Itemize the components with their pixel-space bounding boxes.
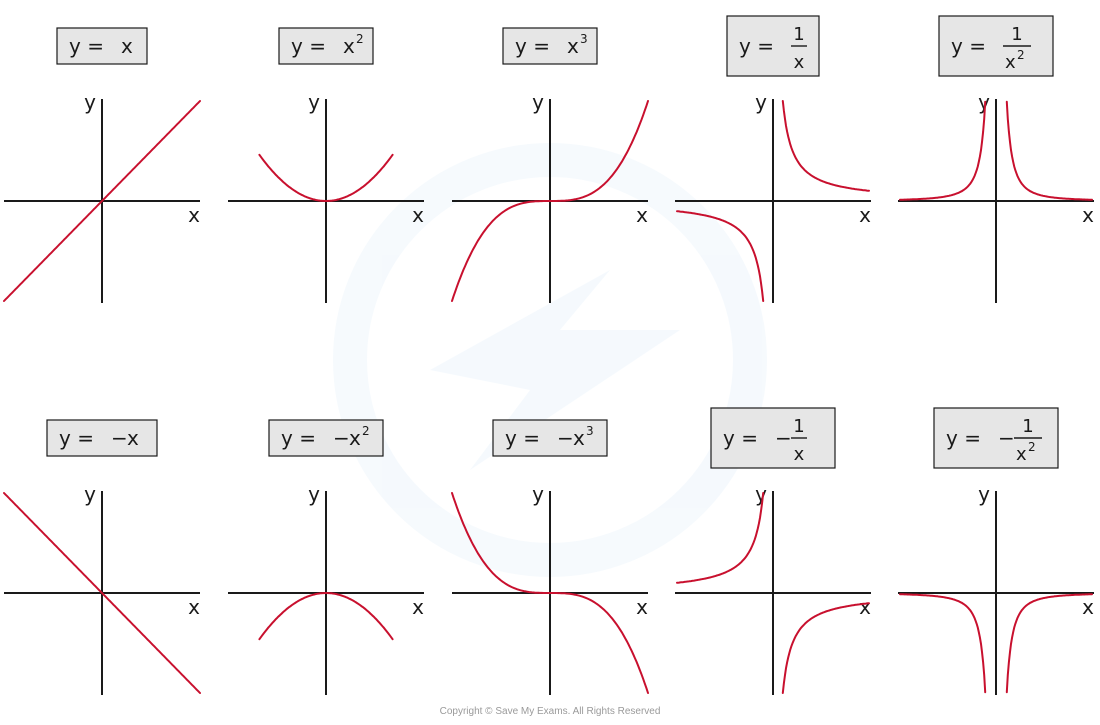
fraction-numerator: 1 <box>793 416 804 437</box>
fraction-denominator: x <box>794 444 805 465</box>
curve-right-branch <box>1005 100 1093 201</box>
equation-label-box <box>492 419 608 457</box>
curve-right-branch <box>781 602 870 694</box>
curve <box>258 592 394 641</box>
exponent: 2 <box>362 424 370 438</box>
exponent: 2 <box>356 32 364 46</box>
y-axis-label: y <box>308 482 320 506</box>
equation-lhs: y = <box>291 34 326 58</box>
graph-panel-neg-recip: x y y = −1 x <box>675 407 871 695</box>
graph-panel-pos-x: x y y = x <box>3 27 201 303</box>
equation-label: y = −1 x <box>710 407 836 469</box>
equation-label-box <box>268 419 384 457</box>
x-axis-label: x <box>636 203 648 227</box>
equation-variable: x <box>567 34 579 58</box>
curve <box>3 100 201 302</box>
curve <box>451 492 649 694</box>
fraction-numerator: 1 <box>1022 416 1033 437</box>
x-axis-label: x <box>1082 595 1094 619</box>
fraction-denominator: x <box>1005 52 1016 73</box>
exponent: 3 <box>580 32 588 46</box>
equation-sign: − <box>998 426 1015 450</box>
curve-left-branch <box>899 100 987 201</box>
x-axis-label: x <box>412 595 424 619</box>
equation-lhs: y = <box>59 426 94 450</box>
y-axis-label: y <box>755 482 767 506</box>
equation-label-box <box>710 407 836 469</box>
exponent: 2 <box>1017 48 1025 62</box>
equation-variable: x <box>343 34 355 58</box>
y-axis-label: y <box>84 482 96 506</box>
equation-sign: − <box>557 426 574 450</box>
x-axis-label: x <box>859 203 871 227</box>
x-axis-label: x <box>859 595 871 619</box>
copyright-footer: Copyright © Save My Exams. All Rights Re… <box>439 706 661 717</box>
graph-panel-pos-recip: x y y = 1 x <box>675 15 871 303</box>
equation-label-box <box>278 27 374 65</box>
equation-label-box <box>938 15 1054 77</box>
equation-lhs: y = <box>739 34 774 58</box>
equation-sign: − <box>333 426 350 450</box>
y-axis-label: y <box>532 482 544 506</box>
fraction-denominator: x <box>794 52 805 73</box>
exponent: 2 <box>1028 440 1036 454</box>
equation-lhs: y = <box>281 426 316 450</box>
curve-right-branch <box>781 100 870 192</box>
equation-variable: x <box>349 426 361 450</box>
x-axis-label: x <box>188 203 200 227</box>
equation-variable: x <box>121 34 133 58</box>
y-axis-label: y <box>84 90 96 114</box>
curve-left-branch <box>676 492 765 584</box>
equation-lhs: y = <box>723 426 758 450</box>
curve <box>258 153 394 202</box>
equation-lhs: y = <box>946 426 981 450</box>
equation-variable: x <box>127 426 139 450</box>
y-axis-label: y <box>532 90 544 114</box>
x-axis-label: x <box>188 595 200 619</box>
equation-lhs: y = <box>515 34 550 58</box>
equation-sign: − <box>111 426 128 450</box>
equation-label: y = −x <box>46 419 158 457</box>
fraction-numerator: 1 <box>1011 24 1022 45</box>
curve-left-branch <box>899 593 987 694</box>
y-axis-label: y <box>978 90 990 114</box>
x-axis-label: x <box>1082 203 1094 227</box>
x-axis-label: x <box>412 203 424 227</box>
y-axis-label: y <box>308 90 320 114</box>
equation-label: y = 1 x <box>726 15 820 77</box>
equation-lhs: y = <box>951 34 986 58</box>
curve <box>3 492 201 694</box>
y-axis-label: y <box>978 482 990 506</box>
y-axis-label: y <box>755 90 767 114</box>
curve-right-branch <box>1005 593 1093 694</box>
equation-sign: − <box>775 426 792 450</box>
equation-label-box <box>502 27 598 65</box>
curve <box>451 100 649 302</box>
fraction-denominator: x <box>1016 444 1027 465</box>
graph-panel-neg-x: xyy = −x <box>3 419 201 695</box>
fraction-numerator: 1 <box>793 24 804 45</box>
equation-label: y = x <box>56 27 148 65</box>
equation-label-box <box>56 27 148 65</box>
equation-lhs: y = <box>505 426 540 450</box>
equation-lhs: y = <box>69 34 104 58</box>
x-axis-label: x <box>636 595 648 619</box>
curve-left-branch <box>676 210 765 302</box>
exponent: 3 <box>586 424 594 438</box>
equation-variable: x <box>573 426 585 450</box>
equation-label-box <box>46 419 158 457</box>
